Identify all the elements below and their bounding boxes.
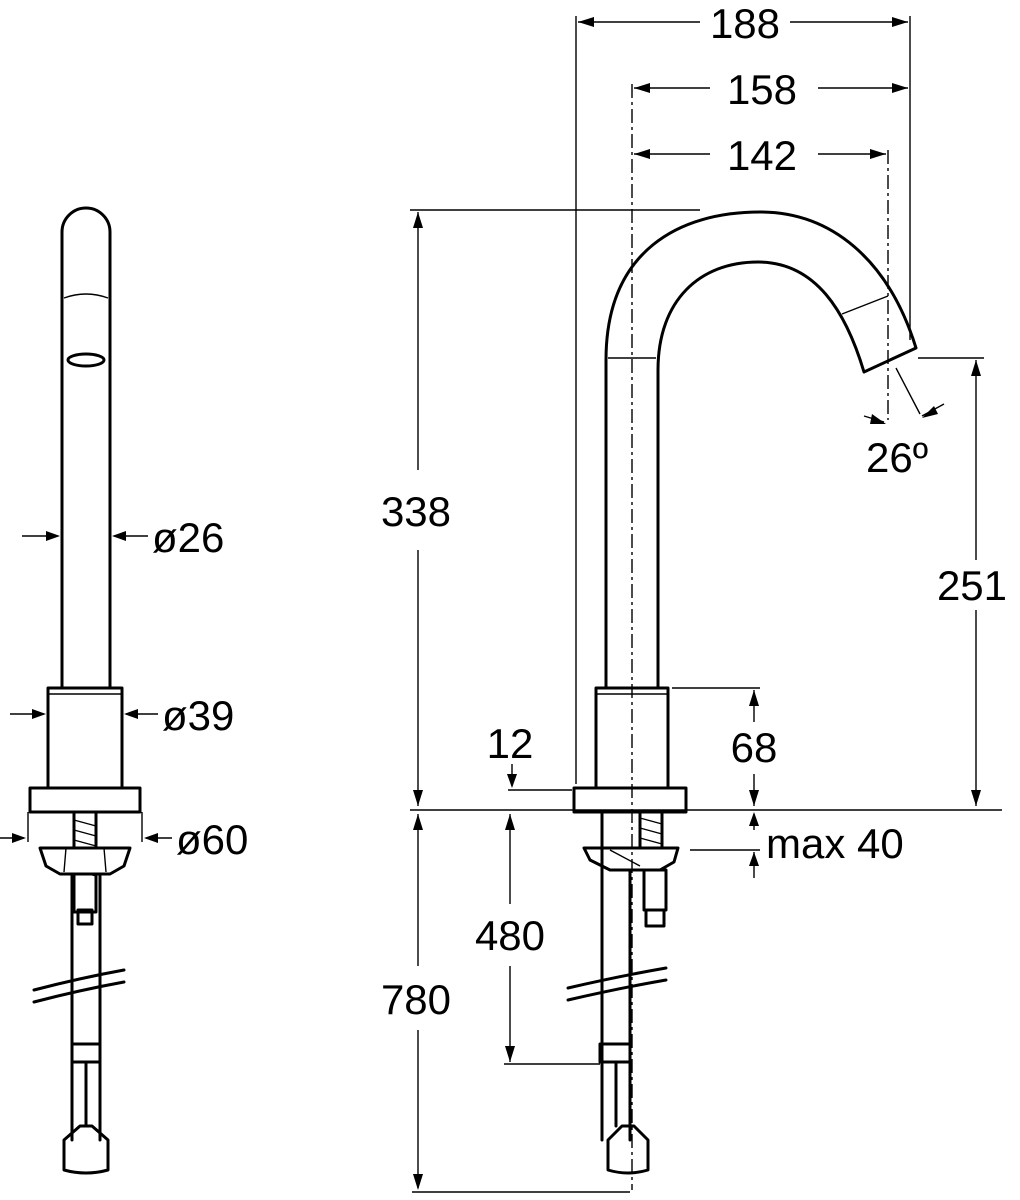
side-view-body <box>46 686 124 790</box>
dim-spout-height: 251 <box>937 562 1007 609</box>
front-view: 188 158 142 338 251 <box>381 0 1007 1193</box>
dim-side-tube-diameter: ø26 <box>152 514 224 561</box>
side-view: ø26 ø39 ø60 <box>0 206 248 1175</box>
side-view-base <box>28 786 142 814</box>
side-view-fixing-nut <box>38 846 132 876</box>
front-view-fixing-nut <box>582 846 680 872</box>
dim-width-outlet: 142 <box>727 132 797 179</box>
side-view-break-mark <box>32 968 126 1004</box>
dim-hose-fixing-length: 480 <box>475 912 545 959</box>
dim-hose-length: 780 <box>381 976 451 1023</box>
side-view-tube <box>60 206 112 690</box>
dim-body-height: 68 <box>731 724 778 771</box>
side-view-sensor-window <box>66 352 106 368</box>
dim-side-base-diameter: ø60 <box>176 816 248 863</box>
front-view-base <box>572 786 688 814</box>
dim-side-body-diameter: ø39 <box>162 692 234 739</box>
dim-height-overall: 338 <box>381 488 451 535</box>
front-view-break-mark <box>566 966 668 1002</box>
spout-joint-line <box>841 295 889 315</box>
dim-base-thickness: 12 <box>487 720 534 767</box>
dim-outlet-angle: 26º <box>866 434 928 481</box>
dim-max-deck-thickness: max 40 <box>766 820 904 867</box>
dim-width-outlet-outer: 158 <box>727 66 797 113</box>
dim-width-overall: 188 <box>710 0 780 47</box>
side-view-sensor-band <box>63 293 109 299</box>
